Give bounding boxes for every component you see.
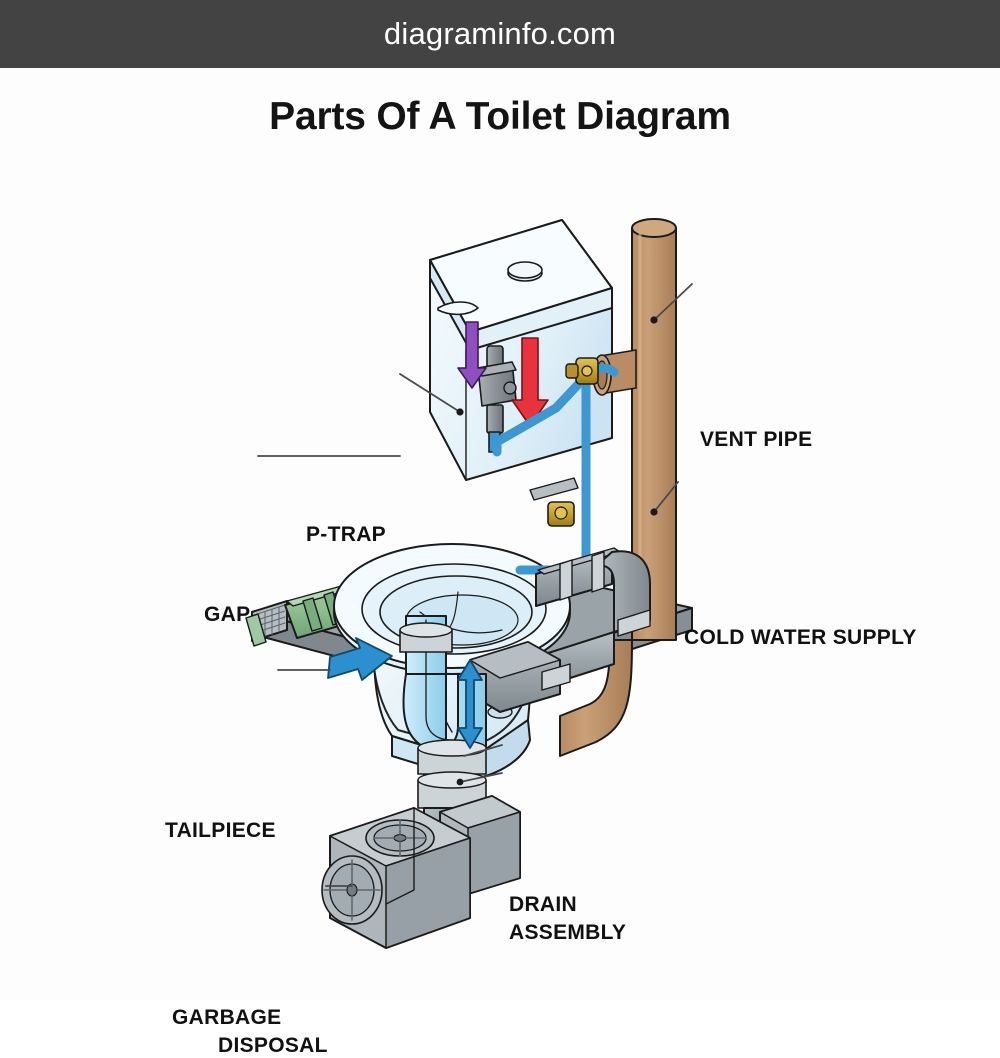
label-gap: GAP [204,603,251,626]
label-disposal: DISPOSAL [218,1034,328,1057]
page-title: Parts Of A Toilet Diagram [269,95,731,138]
diagram-stage: VENT PIPE COLD WATER SUPPLY P-TRAP GAP T… [0,160,1000,1057]
site-header-bar: diagraminfo.com [0,0,1000,68]
label-drain: DRAIN [509,893,577,916]
tailpiece-arrow [327,637,393,681]
label-p-trap: P-TRAP [306,523,386,546]
shutoff-valve [529,477,579,527]
toilet-plumbing-illustration [245,218,693,949]
tank-fill-arrow [457,321,487,389]
trap-flow-arrow [457,659,483,749]
label-tailpiece: TAILPIECE [165,819,276,842]
leader-lines [257,283,693,887]
label-garbage: GARBAGE [172,1006,282,1029]
brass-fitting-upper [565,357,599,385]
label-cold-water-supply: COLD WATER SUPPLY [684,626,917,649]
garbage-disposal [321,795,521,949]
toilet-tank [429,219,613,481]
drain-piping [469,547,651,713]
label-assembly: ASSEMBLY [509,921,627,944]
site-brand: diagraminfo.com [383,16,617,51]
label-vent-pipe: VENT PIPE [700,428,813,451]
disposal-impeller-front [321,855,383,925]
disposal-impeller-top [365,819,435,857]
vent-pipe [559,218,677,757]
